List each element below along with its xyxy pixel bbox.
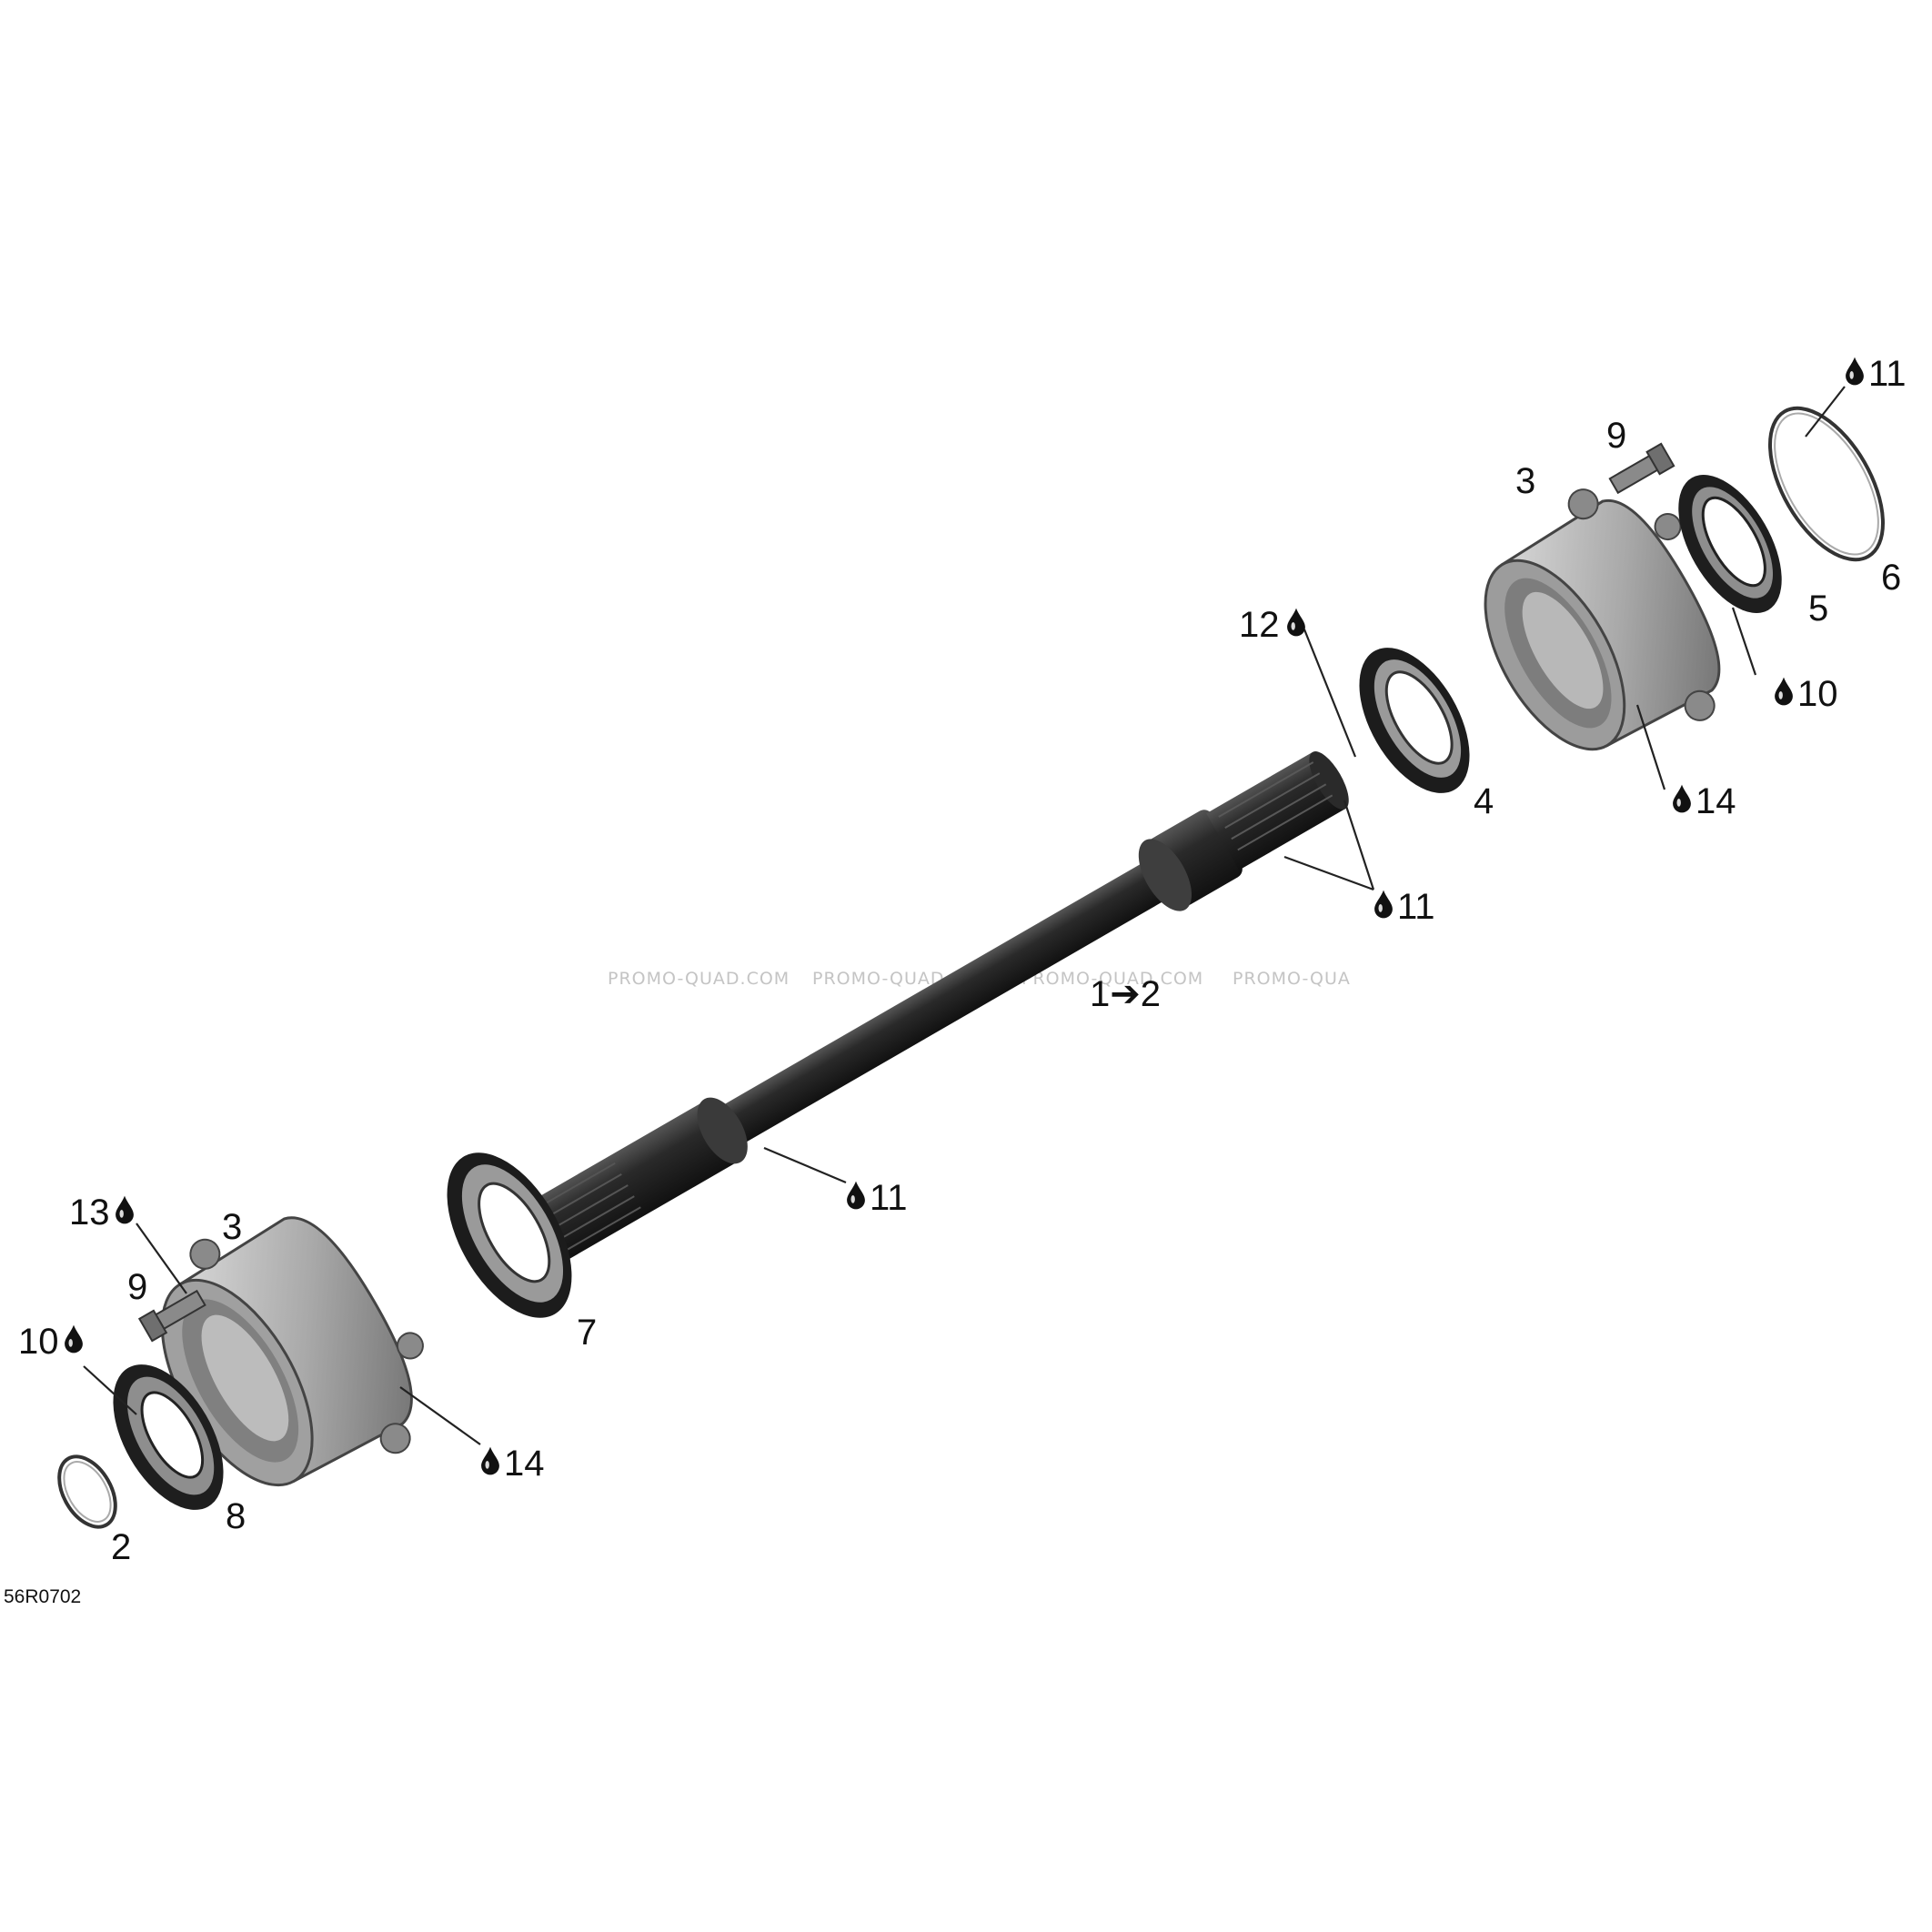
oil-drop-icon xyxy=(481,1446,499,1475)
shaft-part-label: 1➔2 xyxy=(1090,974,1161,1014)
bolt-left xyxy=(137,1289,206,1343)
oil-drop-icon xyxy=(847,1181,865,1210)
callout-r-shaft-11: 11 xyxy=(1397,887,1435,927)
leader-lines xyxy=(83,386,1846,1445)
oil-drop-icon xyxy=(65,1324,83,1353)
callouts: 11 9 3 6 5 10 14 4 12 11 1➔2 11 7 13 3 9… xyxy=(18,354,1907,1567)
callout-r-housing-3: 3 xyxy=(1515,461,1535,501)
seal-5 xyxy=(1678,475,1782,613)
bolt-right xyxy=(1608,442,1675,495)
callout-l-bolt-9: 9 xyxy=(127,1267,147,1307)
ring-2 xyxy=(57,1454,117,1529)
callout-r-seal-5: 5 xyxy=(1808,589,1828,629)
callout-r-seal-10: 10 xyxy=(1797,674,1838,714)
housing-right xyxy=(1484,488,1721,751)
bearing-7 xyxy=(447,1152,572,1318)
callout-r-bearing-4: 4 xyxy=(1474,781,1494,821)
callout-l-ring-2: 2 xyxy=(111,1527,131,1567)
oil-drop-icon xyxy=(1374,890,1393,919)
callout-l-seal-8: 8 xyxy=(226,1496,246,1536)
bearing-4 xyxy=(1359,648,1470,793)
callout-l-shaft-11: 11 xyxy=(870,1178,908,1218)
callout-l-housing-3: 3 xyxy=(222,1207,242,1247)
watermark-3: PROMO-QUAD.COM xyxy=(1021,969,1203,989)
oil-drop-icon xyxy=(1673,784,1691,813)
oring-6 xyxy=(1768,406,1885,562)
watermark-4: PROMO-QUA xyxy=(1233,969,1351,989)
callout-r-oring-6: 6 xyxy=(1881,558,1901,598)
diagram-reference-code: 56R0702 xyxy=(4,1586,81,1607)
callout-l-housing-14: 14 xyxy=(504,1444,545,1484)
callout-r-shaft-12: 12 xyxy=(1239,605,1280,645)
callout-l-13: 13 xyxy=(69,1192,110,1233)
oil-drop-icon xyxy=(1287,608,1305,637)
main-shaft xyxy=(496,751,1349,1280)
callout-r-bolt-9: 9 xyxy=(1606,416,1626,456)
callout-r-oring-11: 11 xyxy=(1868,354,1907,394)
callout-r-housing-14: 14 xyxy=(1696,781,1736,821)
callout-l-seal-10: 10 xyxy=(18,1322,59,1362)
callout-l-bearing-7: 7 xyxy=(577,1313,597,1353)
housing-left xyxy=(160,1216,424,1487)
seal-8 xyxy=(113,1364,224,1510)
oil-drop-icon xyxy=(116,1195,134,1224)
oil-drop-icon xyxy=(1846,357,1864,386)
watermark-1: PROMO-QUAD.COM xyxy=(608,969,790,989)
oil-drop-icon xyxy=(1775,677,1793,706)
